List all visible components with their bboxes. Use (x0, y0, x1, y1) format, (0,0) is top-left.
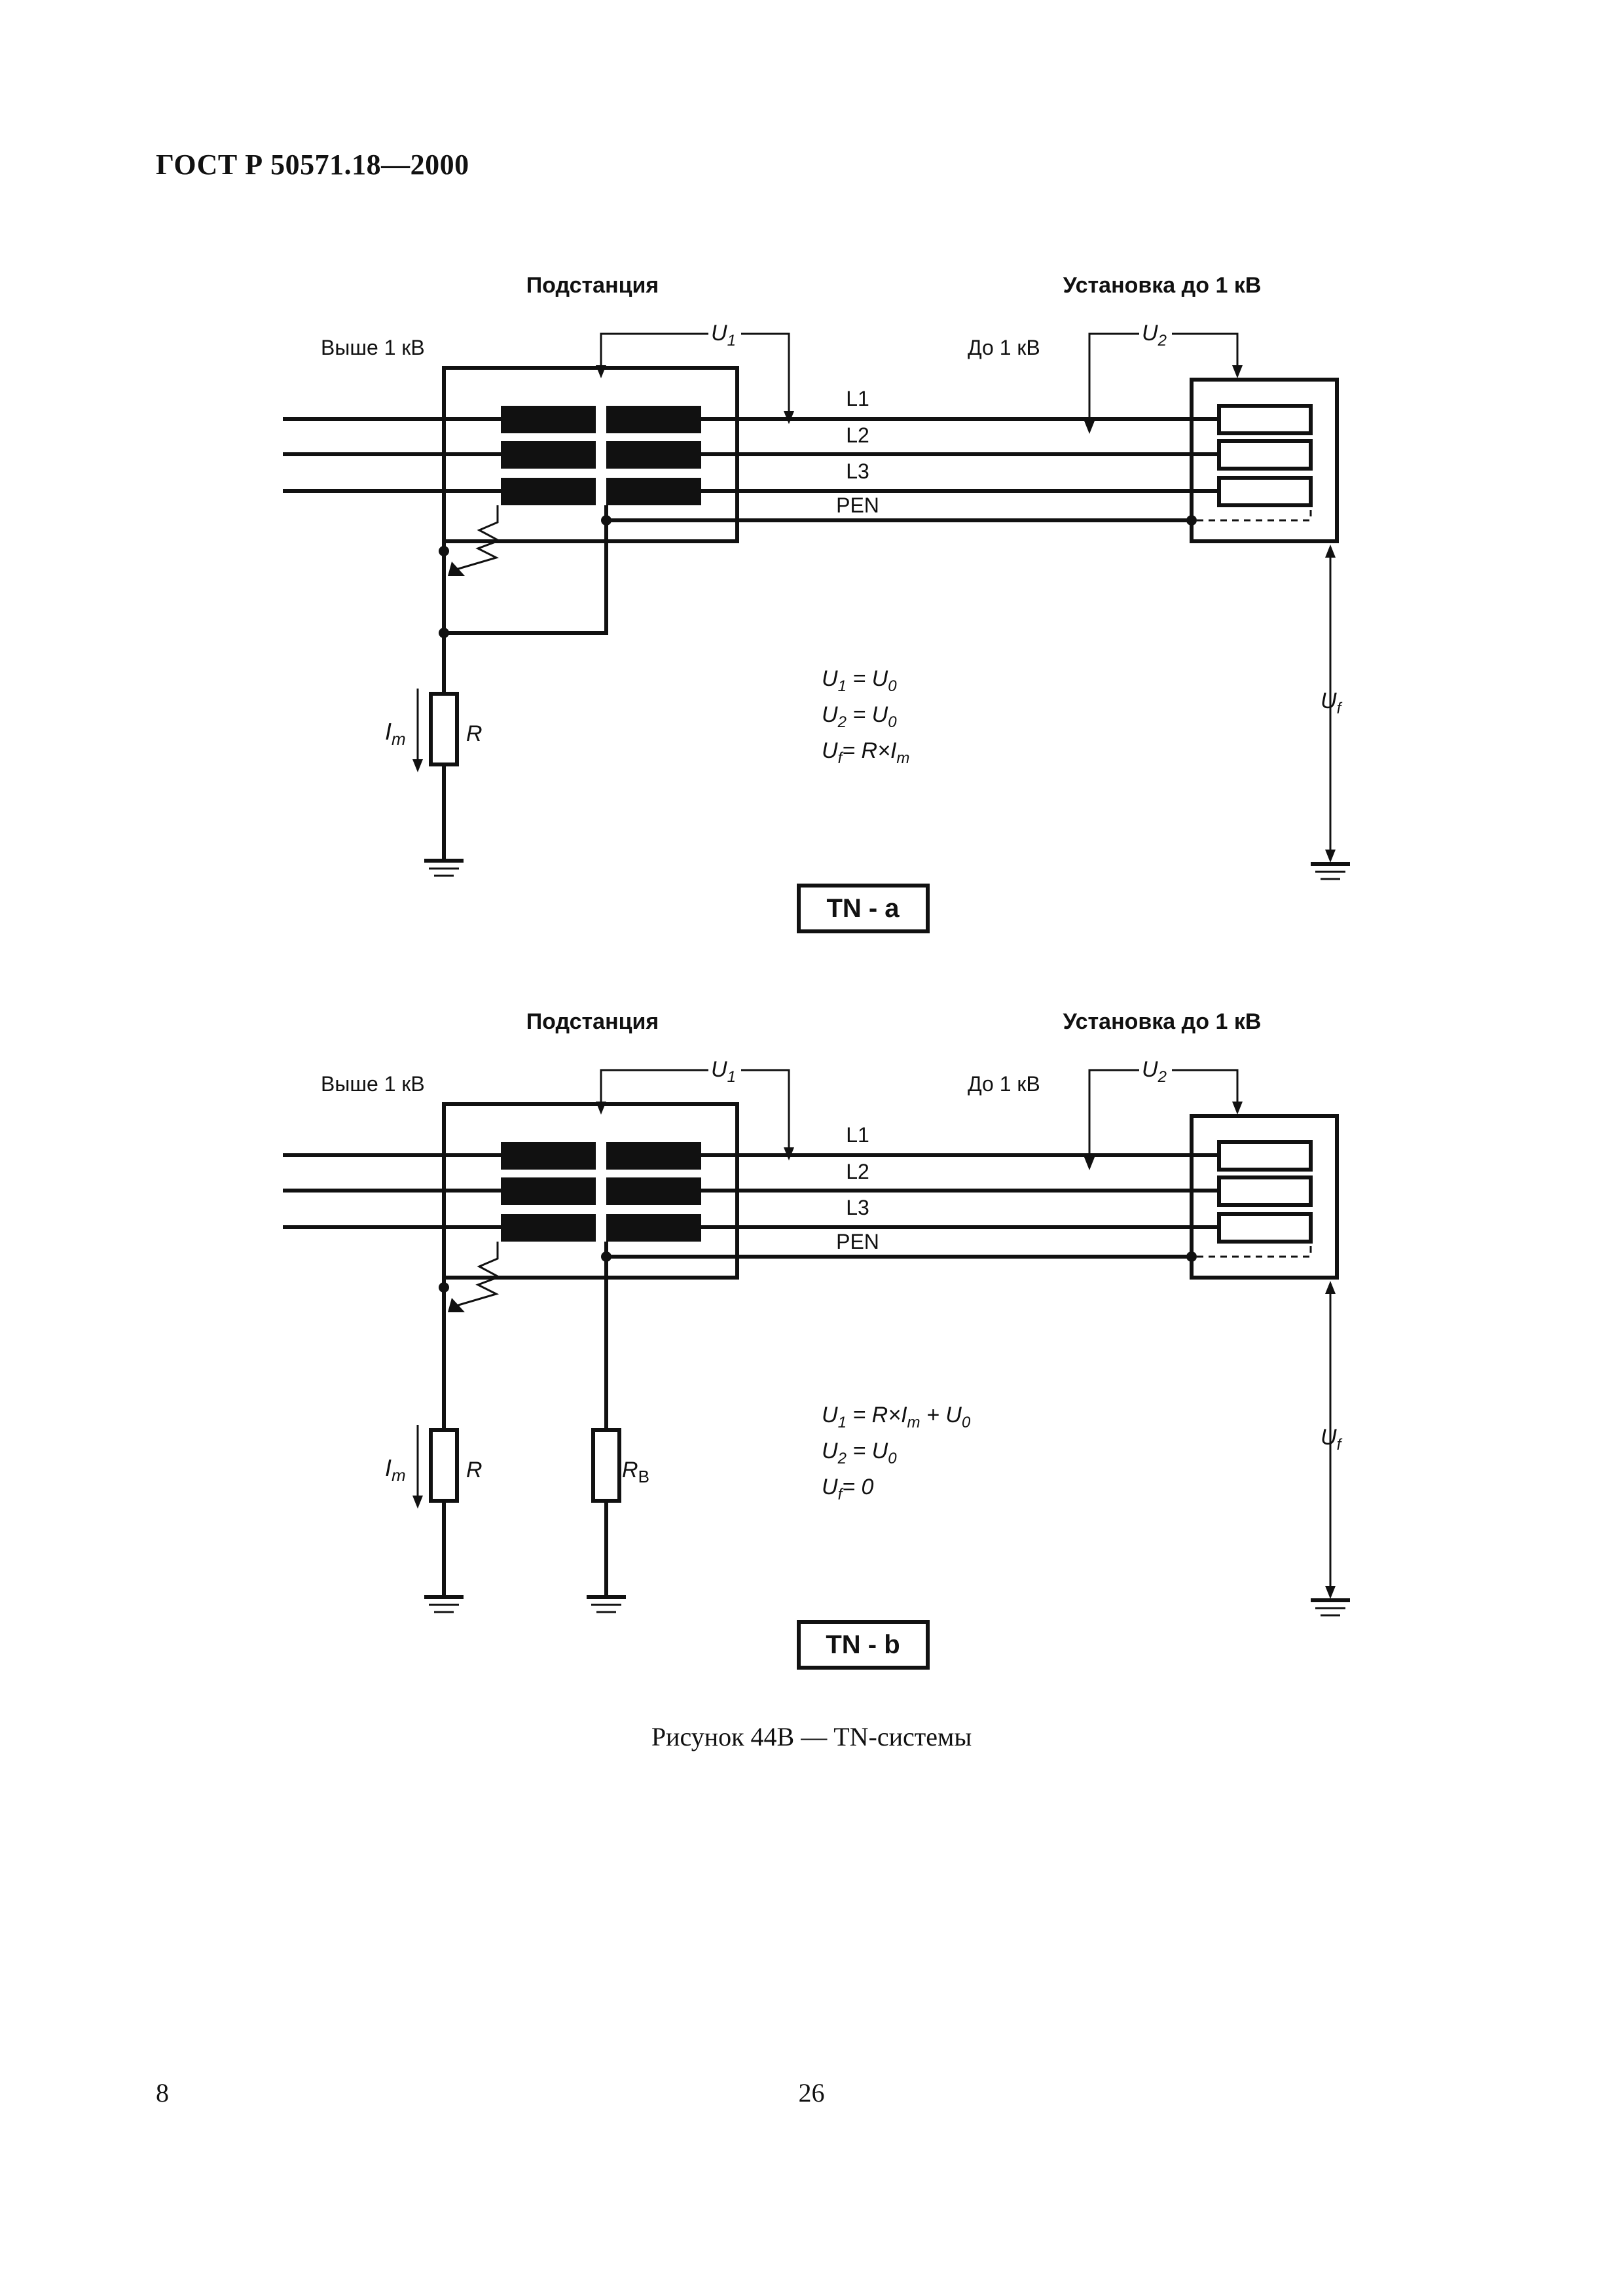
tag-box (797, 1620, 930, 1670)
resistor-rb (591, 1428, 621, 1503)
fault-arrow (448, 562, 465, 576)
primary-winding-1 (501, 406, 596, 433)
pen-junction (601, 1251, 611, 1262)
diagram-tn-a: Подстанция Установка до 1 кВ Выше 1 кВ Д… (283, 273, 1350, 933)
u2-arrow-right (1232, 365, 1243, 378)
equation-2: U2 = U0 (822, 1439, 897, 1467)
low-voltage-label: До 1 кВ (968, 336, 1040, 359)
load-1 (1217, 404, 1313, 435)
tag-box (797, 884, 930, 933)
installation-box (1190, 1114, 1339, 1280)
label-pen: PEN (836, 493, 879, 517)
load-pen-dashed (1197, 505, 1312, 522)
primary-winding-3 (501, 478, 596, 505)
u1-bracket-left (600, 332, 708, 367)
u2-label: U2 (1142, 321, 1167, 350)
u2-bracket-left (1088, 1069, 1139, 1158)
equation-3: Uf= R×Im (822, 738, 909, 767)
secondary-winding-3 (606, 478, 701, 505)
u2-arrow-right (1232, 1102, 1243, 1115)
label-l3: L3 (846, 1196, 869, 1219)
label-l1: L1 (846, 387, 869, 410)
uf-arrow-top (1325, 545, 1336, 558)
fault-arrow (448, 1298, 465, 1312)
figure-caption: Рисунок 44В — TN-системы (651, 1722, 972, 1751)
substation-label: Подстанция (526, 273, 659, 298)
label-l1: L1 (846, 1123, 869, 1147)
im-label: Im (385, 718, 406, 749)
uf-arrow-bottom (1325, 850, 1336, 863)
primary-winding-1 (501, 1142, 596, 1170)
load-2 (1217, 439, 1313, 471)
u2-bracket-left (1088, 332, 1139, 422)
uf-arrow-bottom (1325, 1586, 1336, 1599)
page-number-center: 26 (798, 2078, 825, 2108)
secondary-winding-3 (606, 1214, 701, 1242)
equation-1: U1 = U0 (822, 666, 897, 695)
u1-bracket-right (741, 332, 790, 412)
low-voltage-label: До 1 кВ (968, 1072, 1040, 1096)
load-1 (1217, 1140, 1313, 1172)
tag-label: TN - a (826, 894, 900, 923)
equation-3: Uf= 0 (822, 1475, 874, 1503)
frame-junction (439, 1282, 449, 1293)
frame-junction (439, 546, 449, 556)
im-arrow-head (412, 1496, 423, 1509)
resistor-r-label: R (466, 1458, 483, 1482)
equation-2: U2 = U0 (822, 702, 897, 731)
label-l2: L2 (846, 1160, 869, 1183)
installation-pen-junction (1186, 515, 1197, 526)
u1-bracket-right (741, 1069, 790, 1149)
resistor-r (429, 1428, 459, 1503)
equation-1: U1 = R×Im + U0 (822, 1403, 971, 1431)
secondary-winding-1 (606, 406, 701, 433)
u2-bracket-right (1172, 332, 1239, 367)
diagram-tn-b: Подстанция Установка до 1 кВ Выше 1 кВ Д… (283, 1009, 1350, 1670)
u2-label: U2 (1142, 1057, 1167, 1086)
load-3 (1217, 1212, 1313, 1244)
installation-box (1190, 378, 1339, 543)
u2-arrow-left (1084, 421, 1095, 434)
im-arrow-head (412, 759, 423, 772)
resistor-rb-label: RB (622, 1458, 649, 1486)
installation-label: Установка до 1 кВ (1063, 273, 1262, 298)
load-2 (1217, 1175, 1313, 1207)
primary-winding-2 (501, 1177, 596, 1205)
high-voltage-label: Выше 1 кВ (321, 1072, 425, 1096)
label-pen: PEN (836, 1230, 879, 1253)
fault-zigzag (451, 505, 501, 572)
resistor-r (429, 692, 459, 766)
page-number-left: 8 (156, 2078, 169, 2108)
high-voltage-label: Выше 1 кВ (321, 336, 425, 359)
substation-label: Подстанция (526, 1009, 659, 1034)
u1-label: U1 (711, 321, 736, 350)
secondary-winding-2 (606, 441, 701, 469)
label-l3: L3 (846, 459, 869, 483)
installation-pen-junction (1186, 1251, 1197, 1262)
load-3 (1217, 476, 1313, 507)
primary-winding-3 (501, 1214, 596, 1242)
primary-winding-2 (501, 441, 596, 469)
tag-label: TN - b (826, 1630, 900, 1659)
resistor-r-label: R (466, 721, 483, 746)
u1-label: U1 (711, 1057, 736, 1086)
secondary-winding-2 (606, 1177, 701, 1205)
u2-bracket-right (1172, 1069, 1239, 1103)
installation-label: Установка до 1 кВ (1063, 1009, 1262, 1034)
fault-zigzag (451, 1242, 501, 1308)
uf-label: Uf (1321, 1425, 1343, 1454)
document-header: ГОСТ Р 50571.18—2000 (156, 149, 469, 181)
uf-label: Uf (1321, 689, 1343, 717)
u1-bracket-left (600, 1069, 708, 1103)
label-l2: L2 (846, 423, 869, 447)
u2-arrow-left (1084, 1157, 1095, 1170)
load-pen-dashed (1197, 1242, 1312, 1258)
uf-arrow-top (1325, 1281, 1336, 1294)
pen-junction (601, 515, 611, 526)
im-label: Im (385, 1454, 406, 1485)
secondary-winding-1 (606, 1142, 701, 1170)
